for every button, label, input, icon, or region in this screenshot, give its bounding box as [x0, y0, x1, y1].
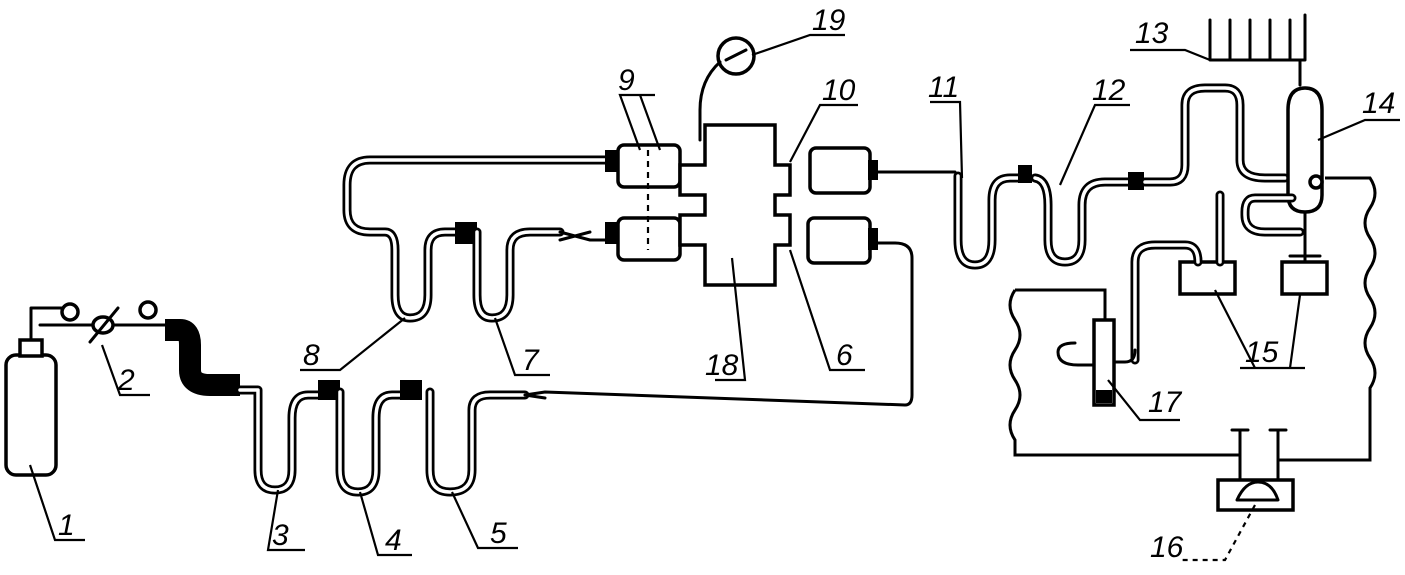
reducing-valve: [88, 300, 167, 344]
leader-lines: [28, 33, 1400, 562]
label-19: 19: [812, 4, 846, 37]
label-1: 1: [58, 509, 75, 542]
manifold-13: [1208, 13, 1307, 87]
label-15: 15: [1245, 336, 1279, 369]
label-5: 5: [490, 517, 507, 550]
right-u-tubes: [876, 83, 1290, 270]
upper-u-tube-chain: [342, 155, 617, 323]
label-9: 9: [618, 64, 635, 97]
label-17: 17: [1148, 386, 1183, 419]
gas-cylinder: [4, 302, 137, 477]
pressure-gauge-19: [698, 36, 756, 142]
joint-3-4: [318, 380, 340, 400]
bottom-u-tube-chain: [235, 241, 914, 497]
rubber-hose: [165, 319, 240, 396]
heater-wiring: [1008, 176, 1377, 480]
label-6: 6: [836, 339, 853, 372]
bubbler-17: [1056, 318, 1137, 407]
label-4: 4: [385, 524, 402, 557]
cells-10-6: [806, 146, 878, 265]
label-10: 10: [822, 74, 856, 107]
label-13: 13: [1135, 17, 1169, 50]
label-12: 12: [1092, 74, 1126, 107]
label-2: 2: [117, 364, 135, 397]
label-11: 11: [928, 71, 959, 104]
label-8: 8: [303, 339, 320, 372]
controllers-15: [1130, 190, 1329, 365]
label-14: 14: [1362, 87, 1395, 120]
label-18: 18: [705, 349, 739, 382]
label-3: 3: [272, 519, 289, 552]
cells-9: [605, 143, 682, 262]
power-supply-16: [1216, 478, 1295, 512]
central-block-18: [678, 123, 792, 287]
label-7: 7: [522, 344, 540, 377]
label-16: 16: [1150, 531, 1184, 564]
joint-4-5: [400, 380, 422, 400]
joint-7-8: [455, 222, 477, 244]
